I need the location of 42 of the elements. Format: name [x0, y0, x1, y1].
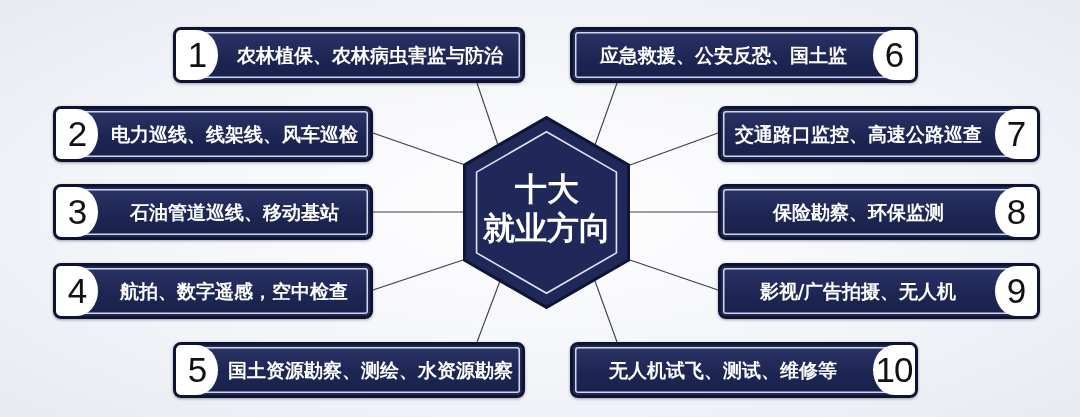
topic-box: [570, 27, 918, 83]
number-badge: 7: [995, 109, 1037, 159]
number-badge: 10: [873, 345, 915, 395]
number-badge: 8: [995, 187, 1037, 237]
connector-line: [372, 211, 464, 213]
connector-line: [476, 82, 499, 146]
hexagon-hub: [463, 116, 630, 309]
topic-text: 电力巡线、线架线、风车巡检: [110, 122, 358, 146]
connector-line: [629, 211, 719, 213]
number-badge: 1: [176, 30, 218, 80]
topic-box: [53, 184, 373, 240]
connector-line: [594, 82, 618, 146]
connector-line: [372, 132, 466, 166]
number-badge: 3: [56, 187, 98, 237]
topic-text: 农林植保、农林病虫害监与防治: [237, 43, 503, 67]
topic-text: 影视/广告拍摄、无人机: [759, 279, 957, 303]
number-badge: 9: [995, 266, 1037, 316]
topic-box: [53, 106, 373, 162]
topic-text: 国土资源勘察、测绘、水资源勘察: [227, 358, 513, 382]
topic-box: [718, 263, 1040, 319]
connector-line: [629, 259, 719, 291]
topic-text: 应急救援、公安反恐、国土监: [599, 43, 847, 67]
topic-text: 无人机试飞、测试、维修等: [609, 358, 837, 382]
topic-box: [570, 342, 918, 398]
topic-text: 石油管道巡线、移动基站: [129, 200, 339, 224]
topic-box: [173, 27, 525, 83]
number-badge: 2: [56, 109, 98, 159]
topic-text: 航拍、数字遥感，空中检查: [120, 279, 348, 303]
hub-title: 十大就业方向: [481, 169, 612, 248]
connector-line: [594, 280, 618, 343]
topic-text: 交通路口监控、高速公路巡查: [734, 122, 982, 146]
topic-box: [173, 342, 525, 398]
number-badge: 5: [176, 345, 218, 395]
number-badge: 4: [56, 266, 98, 316]
number-badge: 6: [873, 30, 915, 80]
topic-text: 保险勘察、环保监测: [772, 200, 944, 224]
topic-box: [53, 263, 373, 319]
connector-line: [629, 132, 719, 166]
topic-box: [718, 106, 1040, 162]
topic-box: [718, 184, 1040, 240]
connector-line: [372, 259, 464, 291]
connector-line: [476, 280, 501, 343]
